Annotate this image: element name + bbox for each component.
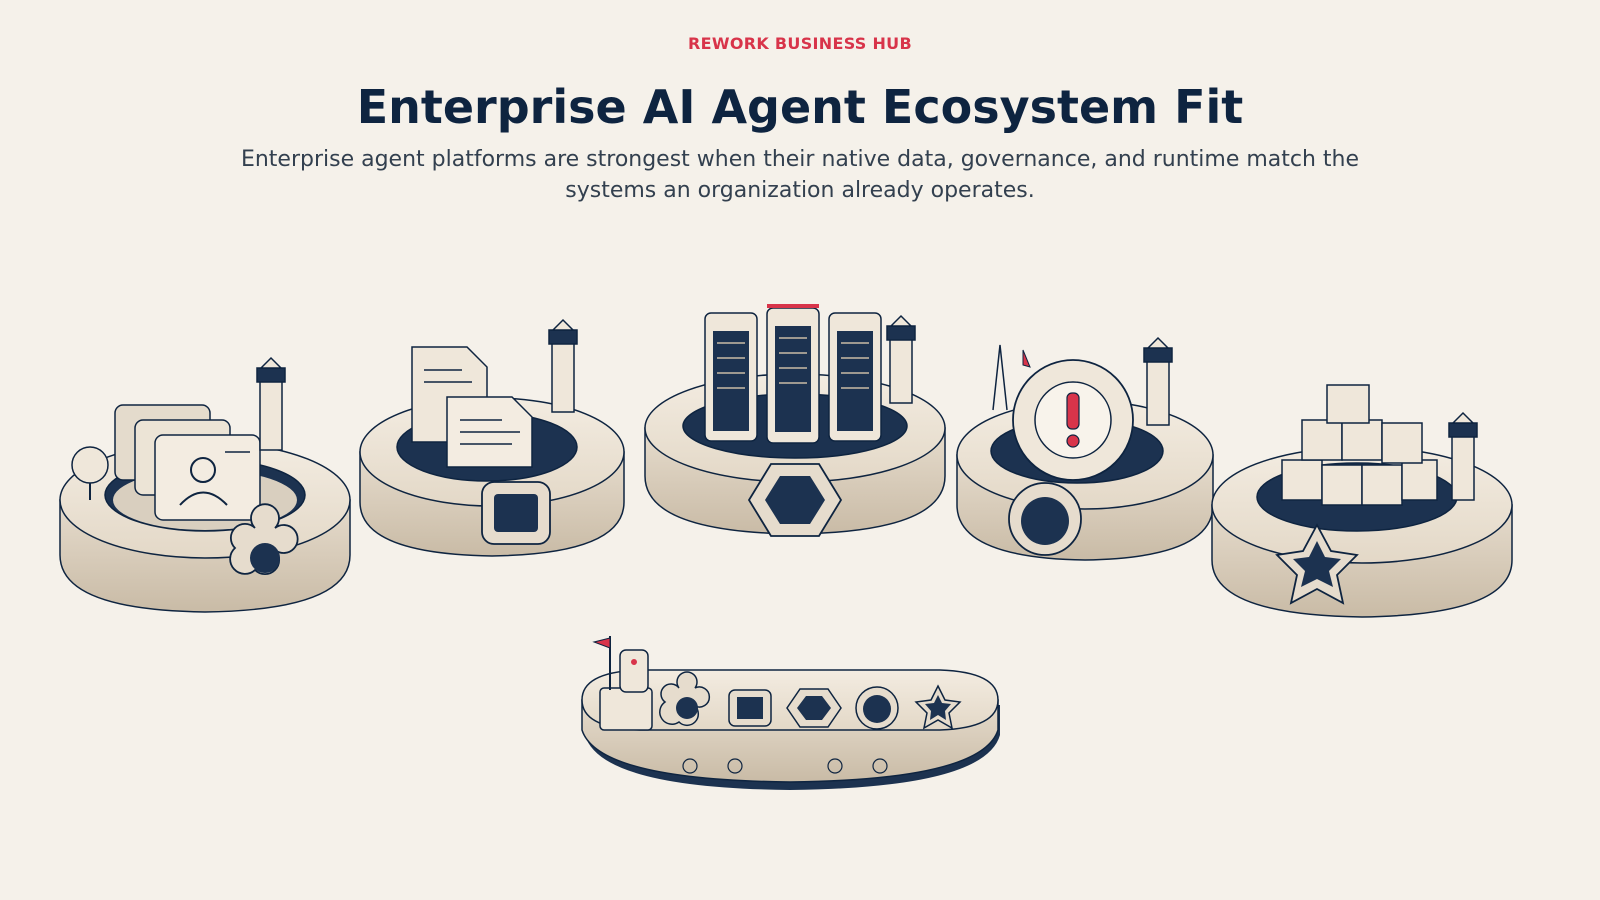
id-card-icon xyxy=(114,404,261,521)
lighthouse-icon xyxy=(886,314,916,404)
cubes-icon xyxy=(1281,384,1438,506)
hexagon-socket-icon xyxy=(747,463,843,537)
brand-label: REWORK BUSINESS HUB xyxy=(688,34,912,53)
star-slot-icon xyxy=(914,684,962,730)
lighthouse-icon xyxy=(548,318,578,413)
island-documents xyxy=(359,318,625,557)
star-socket-icon xyxy=(1275,523,1359,605)
square-socket-icon xyxy=(481,481,551,545)
circle-slot-icon xyxy=(855,686,899,730)
alert-lifebuoy-icon xyxy=(1012,359,1134,481)
tree-icon xyxy=(71,446,109,500)
shape-sorter-boat-icon xyxy=(581,636,1000,790)
radio-tower-icon xyxy=(992,344,1031,411)
clover-socket-icon xyxy=(229,503,299,576)
lighthouse-icon xyxy=(1143,336,1173,426)
page-title: Enterprise AI Agent Ecosystem Fit xyxy=(356,80,1244,134)
clover-slot-icon xyxy=(659,671,711,727)
server-rack-icon xyxy=(704,304,882,444)
lighthouse-icon xyxy=(256,356,286,451)
circle-socket-icon xyxy=(1008,482,1082,556)
hexagon-slot-icon xyxy=(786,688,842,728)
island-alert xyxy=(956,336,1214,561)
documents-icon xyxy=(411,346,533,468)
island-identity xyxy=(59,356,351,613)
page-subtitle: Enterprise agent platforms are strongest… xyxy=(240,147,1360,203)
boat-cabin-icon xyxy=(592,636,653,731)
island-packages xyxy=(1211,384,1513,618)
lighthouse-icon xyxy=(1448,411,1478,501)
island-servers xyxy=(644,304,946,537)
square-slot-icon xyxy=(728,689,772,727)
